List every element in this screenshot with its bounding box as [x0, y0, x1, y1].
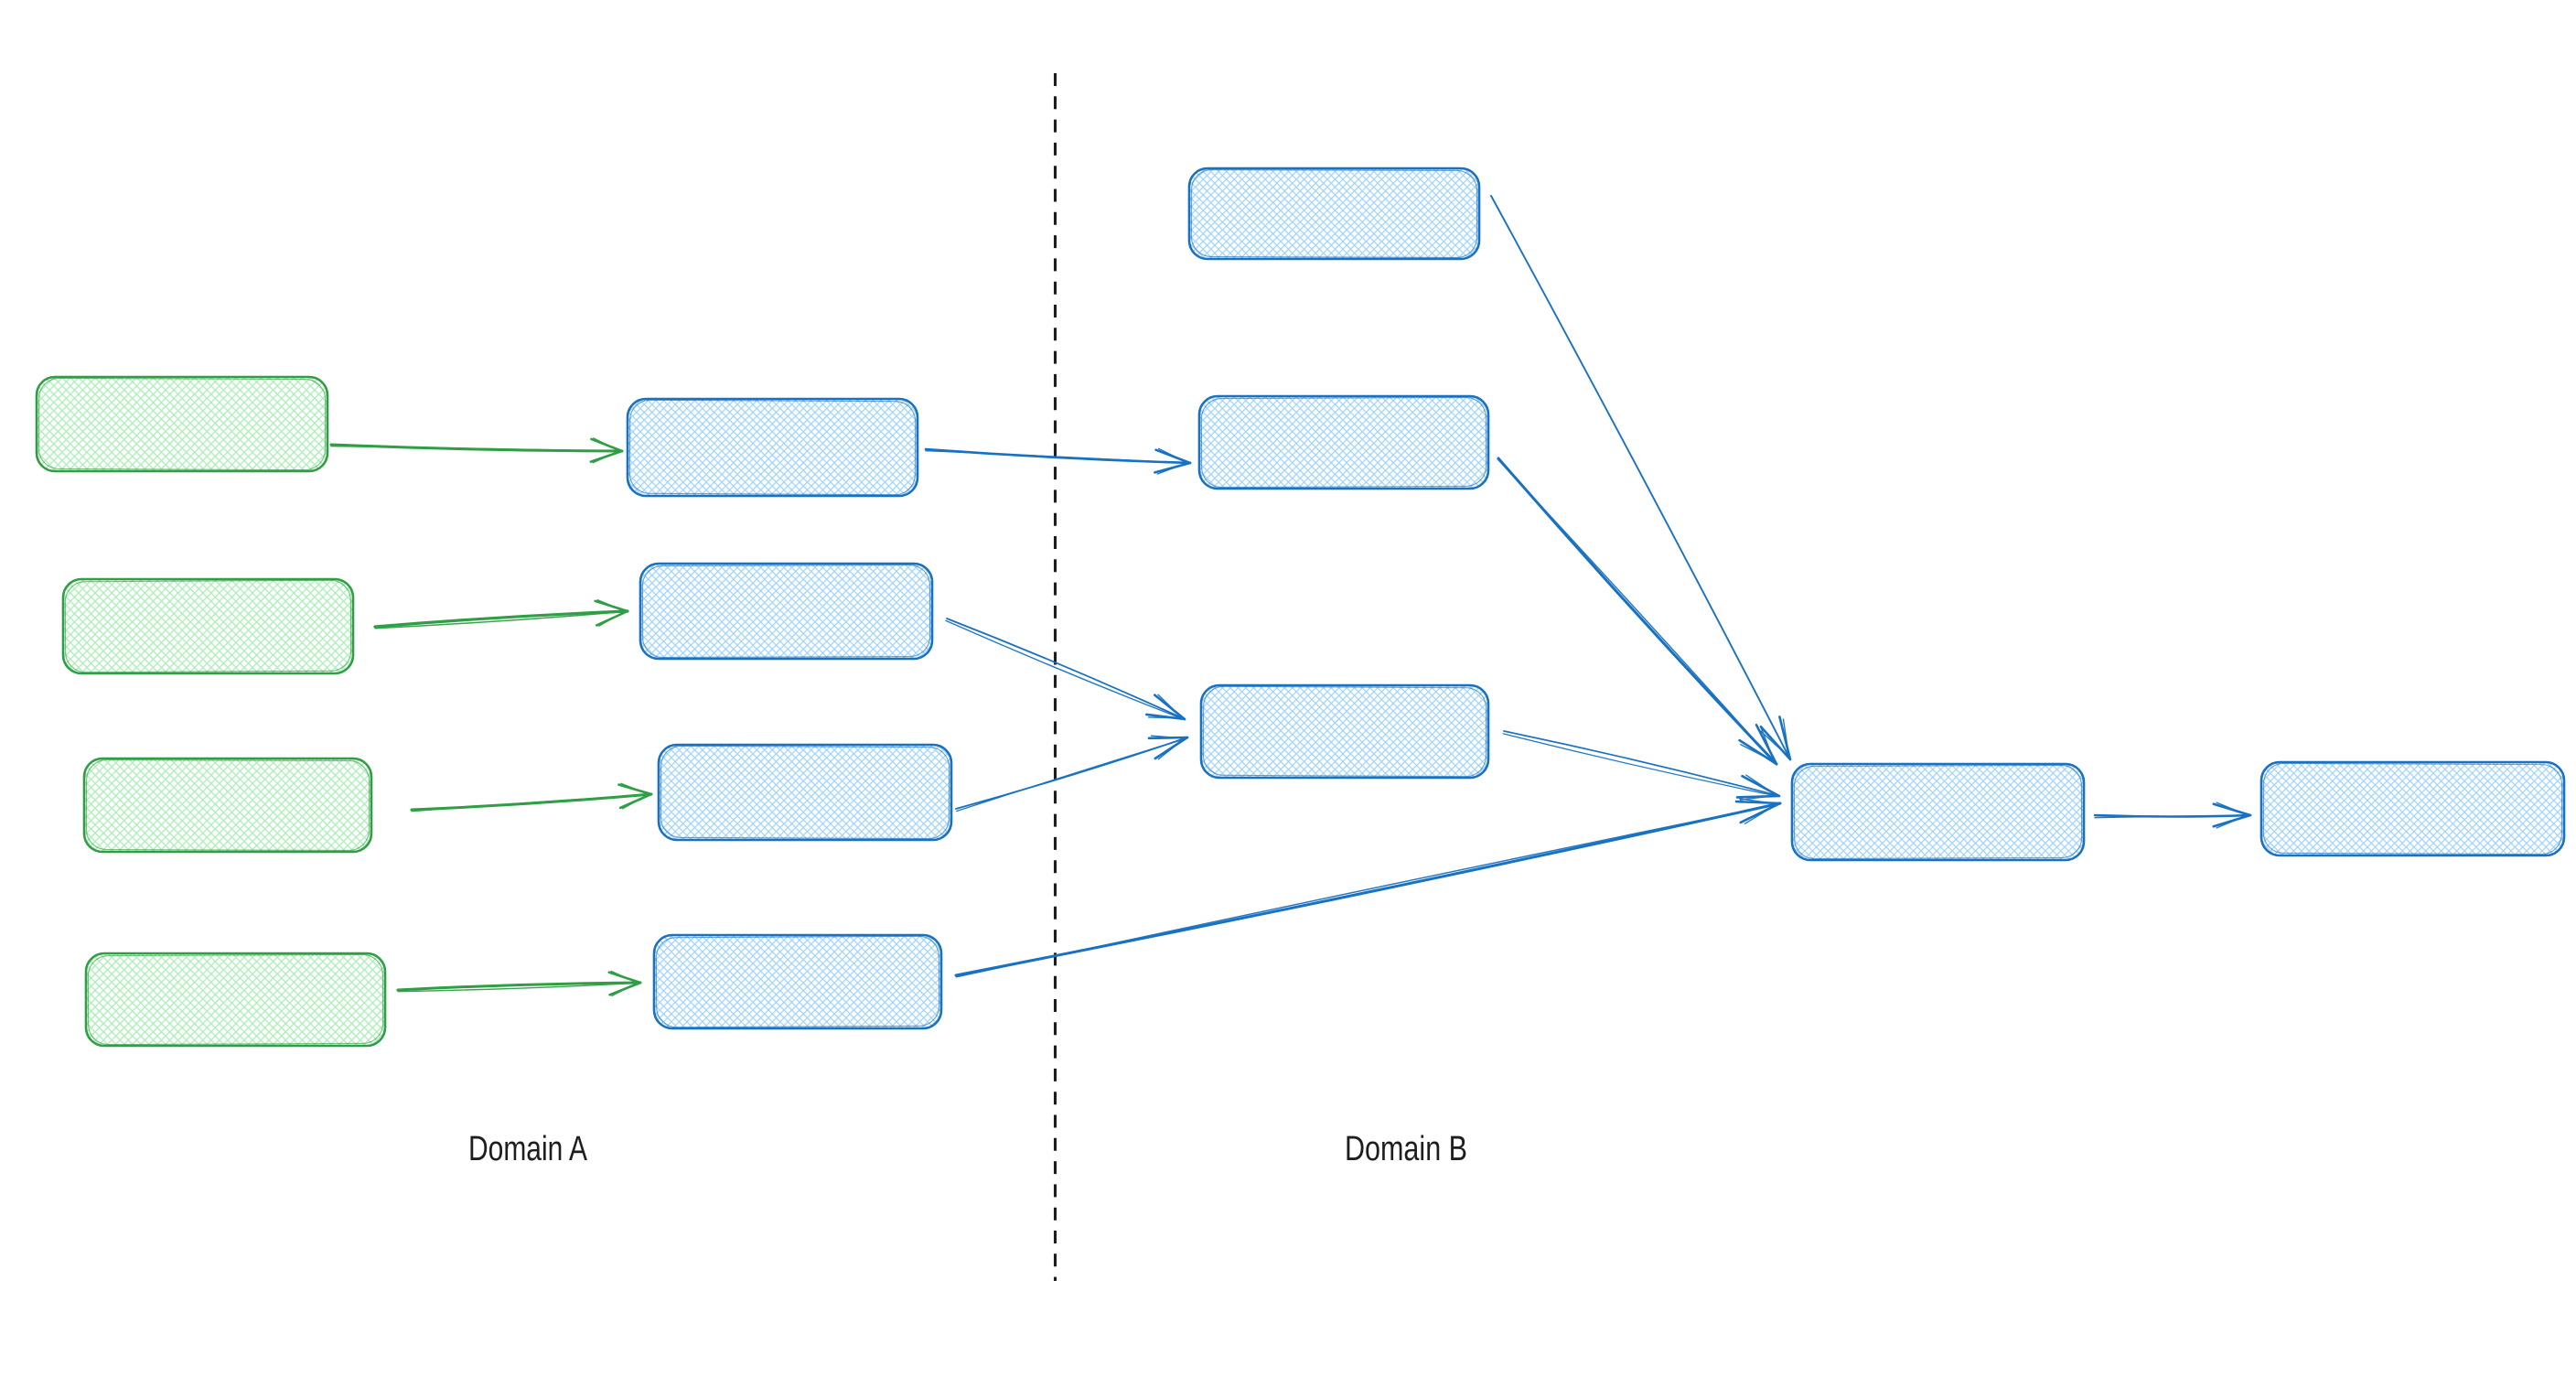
svg-text:Domain A: Domain A [468, 1130, 588, 1168]
svg-text:Domain B: Domain B [1345, 1130, 1467, 1168]
